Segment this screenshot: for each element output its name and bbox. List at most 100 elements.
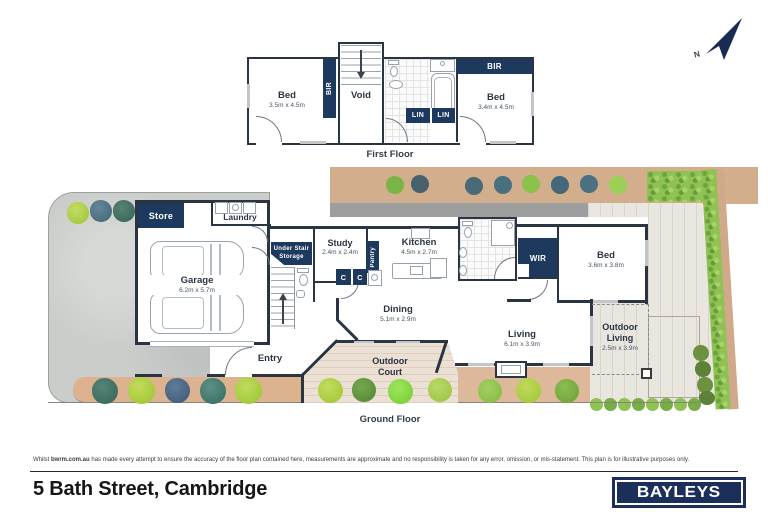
bayleys-logo: BAYLEYS [612,477,746,508]
room-name: Bed [487,92,505,103]
door-opening [460,140,486,145]
linen-cupboard: LIN [406,108,430,123]
wall [207,374,225,377]
bush [165,378,190,403]
room-dims: 3.6m x 3.8m [588,261,624,269]
bush [618,398,631,411]
ground-floor-caption: Ground Floor [359,414,421,425]
bush [478,379,502,403]
bush [113,200,135,222]
bush [318,378,343,403]
laundry-tub [243,202,256,214]
bush [688,398,701,411]
bush [646,398,659,411]
cooktop [411,228,430,239]
washer-drum [232,204,239,211]
bush [90,200,112,222]
window [531,92,534,116]
wall [456,59,458,142]
room-dims: 4.5m x 2.7m [401,248,437,256]
cupboard: C [352,269,367,285]
address-title: 5 Bath Street, Cambridge [33,478,268,500]
cupboard: C [336,269,351,285]
ff-bed-right-label: Bed 3.4m x 4.5m [460,92,532,112]
bathtub-inner [434,77,452,112]
room-dims: 6.1m x 3.9m [504,340,540,348]
laundry-bench [215,202,228,214]
store-cupboard: Store [138,203,184,228]
tree [386,176,404,194]
wall [135,374,162,377]
room-name: Void [351,90,371,101]
window [354,341,374,343]
bir-left-cupboard: BIR [323,59,336,118]
shrub [693,345,709,361]
wall [313,281,342,283]
bush [128,377,155,404]
tree [494,176,512,194]
wall [301,374,304,403]
laundry-label: Laundry [210,212,270,223]
wall [211,224,271,226]
disclaimer-text: has made every attempt to ensure the acc… [89,457,690,463]
bush [632,398,645,411]
wall [518,277,558,279]
car-roof [162,246,204,276]
garage-label: Garage 6.2m x 5.7m [150,275,244,295]
wall [507,299,531,302]
wall [336,340,448,343]
bayleys-logo-text: BAYLEYS [637,483,721,501]
wall [366,228,368,242]
bush [660,398,673,411]
car-windshield [210,244,212,278]
bush [590,398,603,411]
deck-edge [648,316,700,398]
shrub [697,377,713,393]
wall [252,374,303,377]
tree [580,175,598,193]
car-windshield [219,295,221,331]
void-label: Void [340,90,382,102]
lin-label: LIN [411,112,425,119]
wall [211,200,213,226]
outdoor-living-zone [592,304,649,375]
bush [235,377,262,404]
disclaimer-text: Whilst [33,457,51,463]
room-dims: 2.4m x 2.4m [322,249,358,257]
pantry-label: Pantry [369,246,376,268]
room-name: Garage [180,275,214,286]
fridge [430,258,447,278]
wall [557,226,559,302]
room-name: Study [327,238,353,248]
linen-cupboard: LIN [431,108,455,123]
north-arrow-icon [706,18,742,60]
car-roof [162,297,204,329]
disclaimer-source: bwrm.com.au [51,457,90,463]
window [247,84,250,108]
room-name: Kitchen [401,237,437,248]
tree [551,176,569,194]
door-opening [256,140,282,145]
bush [352,378,376,402]
bir-right-label: BIR [487,62,502,71]
room-name: Bed [278,90,296,101]
room-name: Dining [383,304,413,315]
stair-arrow-line [360,50,362,72]
window [300,141,326,144]
stair-arrow-up-icon [279,293,287,300]
window [543,363,569,366]
kitchen-label: Kitchen 4.5m x 2.7m [382,237,456,257]
tree [609,176,627,194]
garage-door [150,341,254,347]
toilet-tank [297,268,309,273]
car-windshield [219,244,221,278]
post-marker [641,368,652,379]
living-label: Living 6.1m x 3.9m [486,329,558,349]
bush [674,398,687,411]
ff-bed-left-label: Bed 3.5m x 4.5m [252,90,322,110]
hedge [647,171,711,202]
window [468,363,494,366]
bush [67,202,89,224]
